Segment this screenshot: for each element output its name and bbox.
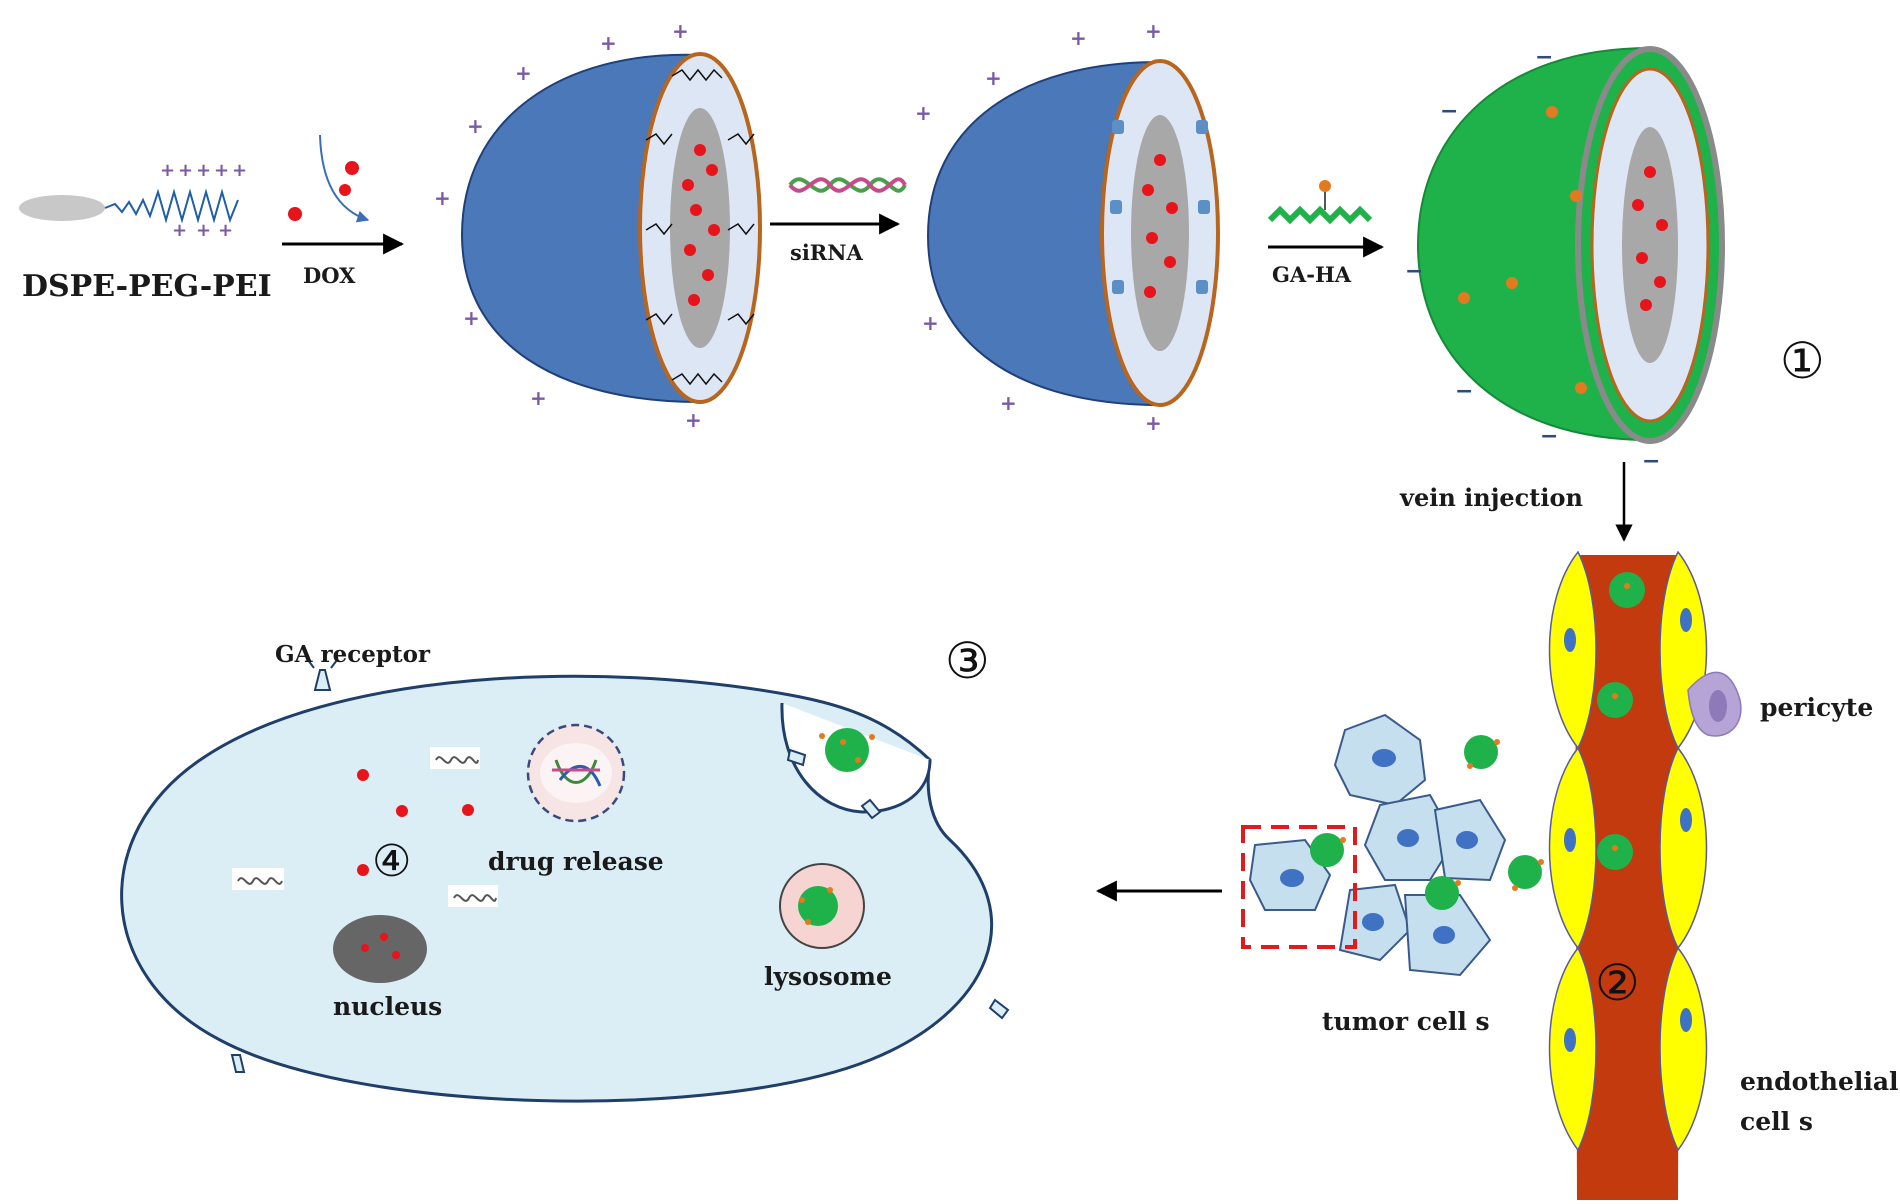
svg-text:+: +: [915, 101, 932, 125]
svg-text:+: +: [232, 160, 247, 181]
svg-text:+: +: [178, 160, 193, 181]
svg-text:+: +: [196, 160, 211, 181]
label-drug-release: drug release: [488, 847, 664, 876]
svg-text:+: +: [463, 306, 480, 330]
label-pericyte: pericyte: [1760, 693, 1873, 722]
svg-text:−: −: [1642, 449, 1660, 474]
lysosome: [779, 863, 865, 949]
label-dspe-peg-pei: DSPE-PEG-PEI: [22, 269, 272, 304]
svg-text:−: −: [1440, 99, 1458, 124]
svg-text:+: +: [530, 386, 547, 410]
label-ga-ha: GA-HA: [1272, 262, 1352, 287]
dspe-peg-pei-molecule: +++++ +++: [19, 160, 247, 241]
label-vein-injection: vein injection: [1399, 483, 1583, 512]
label-sirna: siRNA: [790, 240, 863, 265]
free-dox: [357, 769, 474, 876]
label-lysosome: lysosome: [764, 962, 892, 991]
step-4-marker: ④: [372, 836, 411, 887]
svg-text:+: +: [1000, 391, 1017, 415]
free-sirna: [232, 747, 498, 907]
svg-text:+: +: [434, 186, 451, 210]
svg-text:+: +: [985, 66, 1002, 90]
svg-text:+: +: [214, 160, 229, 181]
nanoparticle-endocytosis: [819, 728, 875, 772]
svg-text:−: −: [1455, 379, 1473, 404]
svg-text:+: +: [922, 311, 939, 335]
svg-text:+: +: [1070, 26, 1087, 50]
label-dox: DOX: [303, 263, 356, 288]
step-3-marker: ③: [945, 632, 990, 690]
svg-text:+: +: [218, 220, 233, 241]
svg-text:+: +: [172, 220, 187, 241]
svg-text:−: −: [1405, 259, 1423, 284]
tumor-cells: [1241, 713, 1544, 977]
nanoparticle-dox: + + + + + + + +: [434, 19, 762, 432]
step-2-marker: ②: [1595, 954, 1640, 1012]
svg-text:+: +: [1145, 19, 1162, 43]
svg-text:−: −: [1540, 424, 1558, 449]
svg-text:+: +: [160, 160, 175, 181]
label-endothelial-line2: cell s: [1740, 1107, 1813, 1136]
label-ga-receptor: GA receptor: [275, 641, 431, 668]
svg-text:+: +: [685, 408, 702, 432]
sirna-arrow: [770, 177, 907, 235]
nanoparticle-ga-ha: − − − − − −: [1405, 45, 1725, 474]
svg-text:+: +: [672, 19, 689, 43]
pericyte: [1687, 671, 1742, 737]
label-endothelial-line1: endothelial: [1740, 1067, 1899, 1096]
svg-text:−: −: [1535, 45, 1553, 70]
dox-arrow: [282, 134, 405, 255]
label-nucleus: nucleus: [333, 992, 442, 1021]
label-tumor-cells: tumor cell s: [1322, 1007, 1490, 1036]
blood-vessel: [1548, 550, 1708, 1200]
svg-text:+: +: [1145, 411, 1162, 435]
nanoparticle-dox-sirna: + + + + + + +: [915, 19, 1220, 435]
svg-text:+: +: [467, 114, 484, 138]
tumor-cell-enlarged: [120, 674, 994, 1103]
ga-receptor-icon: [230, 659, 1010, 1073]
svg-text:+: +: [515, 61, 532, 85]
nucleus: [333, 915, 427, 983]
drug-release-particle: [526, 723, 626, 823]
ga-ha-arrow: [1267, 180, 1385, 258]
step-1-marker: ①: [1780, 332, 1825, 390]
svg-text:+: +: [196, 220, 211, 241]
svg-text:+: +: [600, 31, 617, 55]
